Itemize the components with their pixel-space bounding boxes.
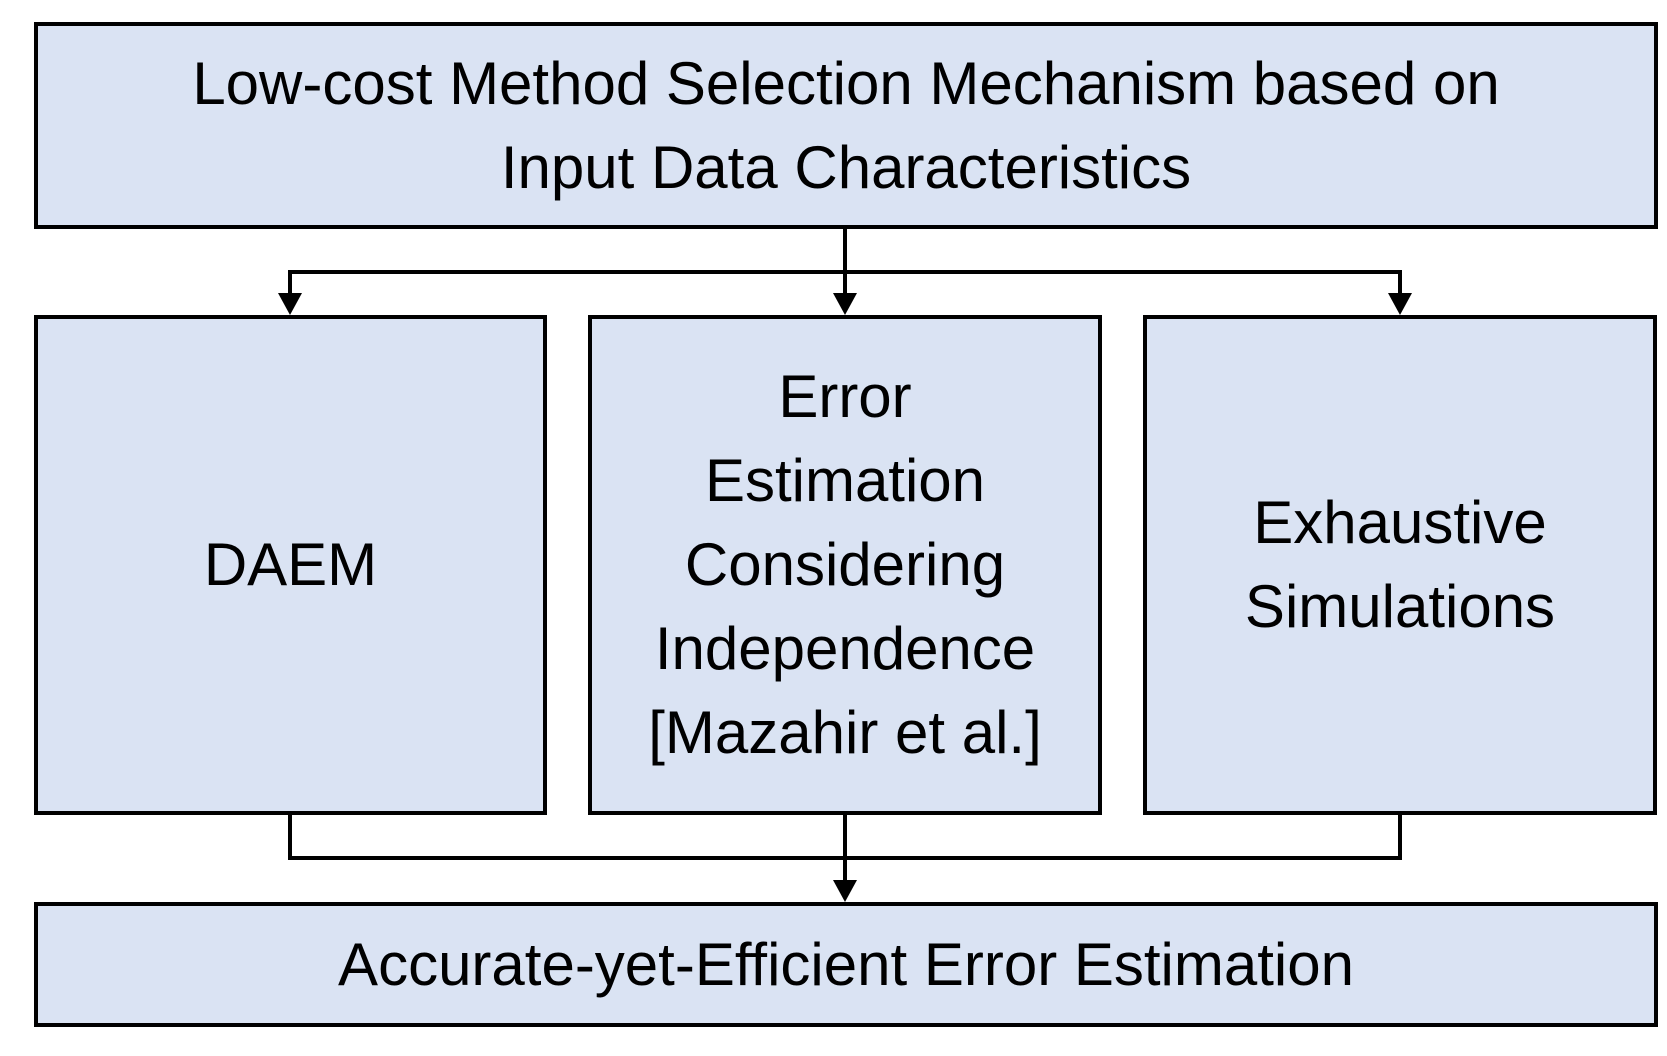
exhaustive-simulations-label: Exhaustive Simulations [1244, 489, 1556, 640]
arrow-to-error-head [833, 293, 857, 315]
daem-box: DAEM [34, 315, 547, 815]
arrow-to-daem-head [278, 293, 302, 315]
arrow-to-exhaustive-head [1388, 293, 1412, 315]
accurate-estimation-label: Accurate-yet-Efficient Error Estimation [338, 930, 1354, 998]
accurate-estimation-box: Accurate-yet-Efficient Error Estimation [34, 902, 1658, 1027]
method-selection-box: Low-cost Method Selection Mechanism base… [34, 22, 1658, 229]
error-estimation-box: Error Estimation Considering Independenc… [588, 315, 1102, 815]
daem-label: DAEM [203, 531, 378, 598]
arrow-to-bottom-head [833, 880, 857, 902]
error-estimation-label: Error Estimation Considering Independenc… [648, 363, 1042, 766]
method-selection-label: Low-cost Method Selection Mechanism base… [192, 49, 1500, 201]
exhaustive-simulations-box: Exhaustive Simulations [1143, 315, 1657, 815]
